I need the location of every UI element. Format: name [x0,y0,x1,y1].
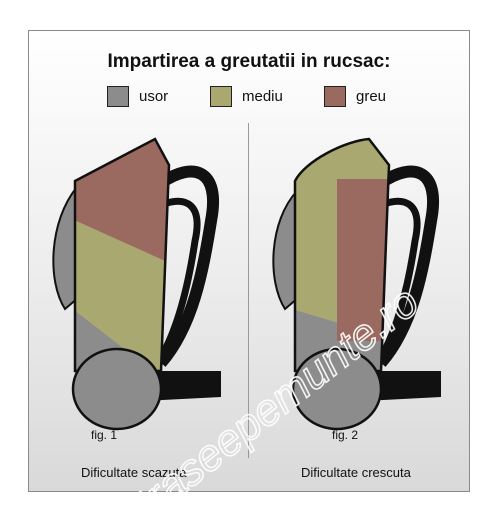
figure-divider [248,123,249,458]
legend-swatch-greu [324,86,346,107]
backpack-figure-2 [272,137,441,431]
figure-2-caption: Dificultate crescuta [301,465,411,480]
legend-swatch-mediu [210,86,232,107]
figure-1-label: fig. 1 [91,428,118,442]
legend: usor mediu greu [29,86,469,110]
figure-1-caption: Dificultate scazuta [81,465,187,480]
legend-item-mediu: mediu [210,86,283,107]
legend-label-usor: usor [139,88,169,105]
backpack-figure-1 [52,137,221,431]
legend-item-greu: greu [324,86,386,107]
legend-swatch-usor [107,86,129,107]
diagram-title: Impartirea a greutatii in rucsac: [107,51,391,72]
legend-label-greu: greu [356,88,387,105]
diagram-panel: Impartirea a greutatii in rucsac: usor m… [28,30,470,492]
legend-label-mediu: mediu [242,88,283,105]
figure-2-label: fig. 2 [332,428,359,442]
legend-item-usor: usor [107,86,168,107]
